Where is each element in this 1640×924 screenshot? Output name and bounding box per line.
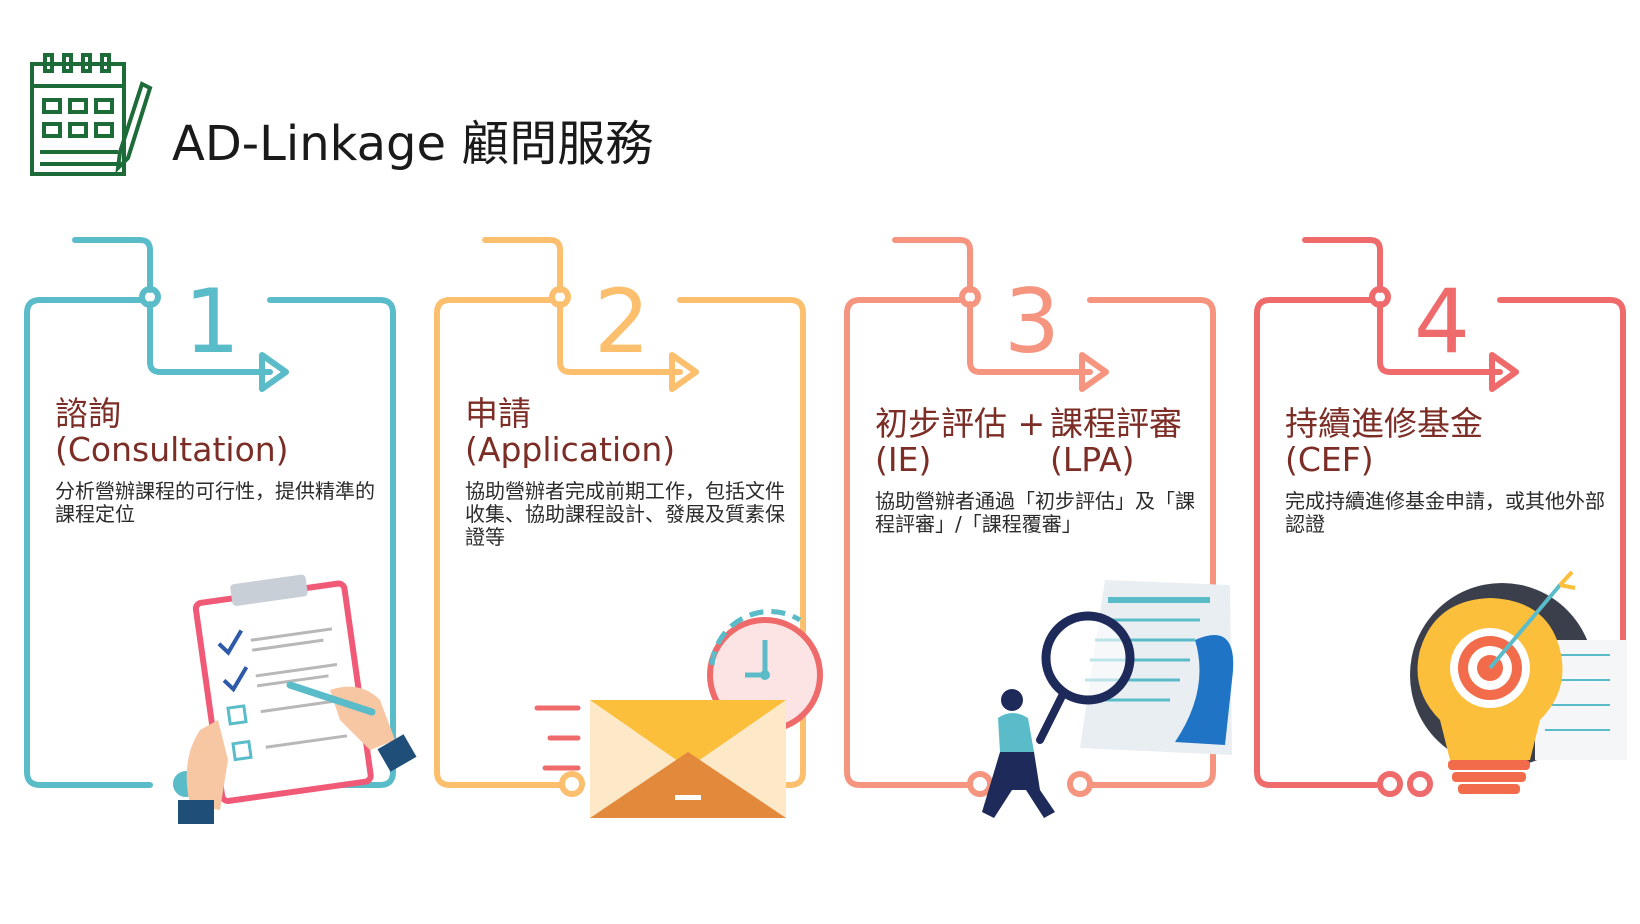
target-lightbulb-icon (1410, 570, 1627, 794)
step-2-description: 協助營辦者完成前期工作，包括文件收集、協助課程設計、發展及質素保證等 (465, 479, 785, 549)
step-1-title-line1: 諮詢 (55, 394, 121, 433)
step-2-title-line2: (Application) (465, 430, 676, 469)
magnifier-document-icon (982, 580, 1234, 818)
step-1-frame (24, 237, 396, 797)
step-4-description: 完成持續進修基金申請，或其他外部認證 (1285, 489, 1605, 536)
step-1-title-line2: (Consultation) (55, 430, 289, 469)
step-1-number: 1 (184, 270, 240, 373)
clipboard-checklist-icon (178, 574, 417, 824)
step-4-frame (1254, 237, 1626, 797)
step-3-title-b-line1: 課程評審 (1050, 404, 1182, 443)
step-3-description: 協助營辦者通過「初步評估」及「課程評審」/「課程覆審」 (875, 489, 1195, 536)
step-3-title-a-line1: 初步評估 + (875, 404, 1046, 443)
step-2-frame (434, 237, 806, 797)
step-4-number: 4 (1414, 270, 1470, 373)
step-4-title-line2: (CEF) (1285, 440, 1374, 479)
step-3-title-a-line2: (IE) (875, 440, 932, 479)
step-3-number: 3 (1004, 270, 1060, 373)
step-1-description: 分析營辦課程的可行性，提供精準的課程定位 (55, 479, 375, 526)
step-3-frame (844, 237, 1216, 797)
step-2-number: 2 (594, 270, 650, 373)
calendar-icon (30, 53, 153, 176)
page-title: AD-Linkage 顧問服務 (172, 116, 654, 172)
step-4-title-line1: 持續進修基金 (1285, 404, 1483, 443)
step-2-title-line1: 申請 (465, 394, 531, 433)
step-3-title-b-line2: (LPA) (1050, 440, 1135, 479)
envelope-clock-icon (534, 609, 823, 818)
